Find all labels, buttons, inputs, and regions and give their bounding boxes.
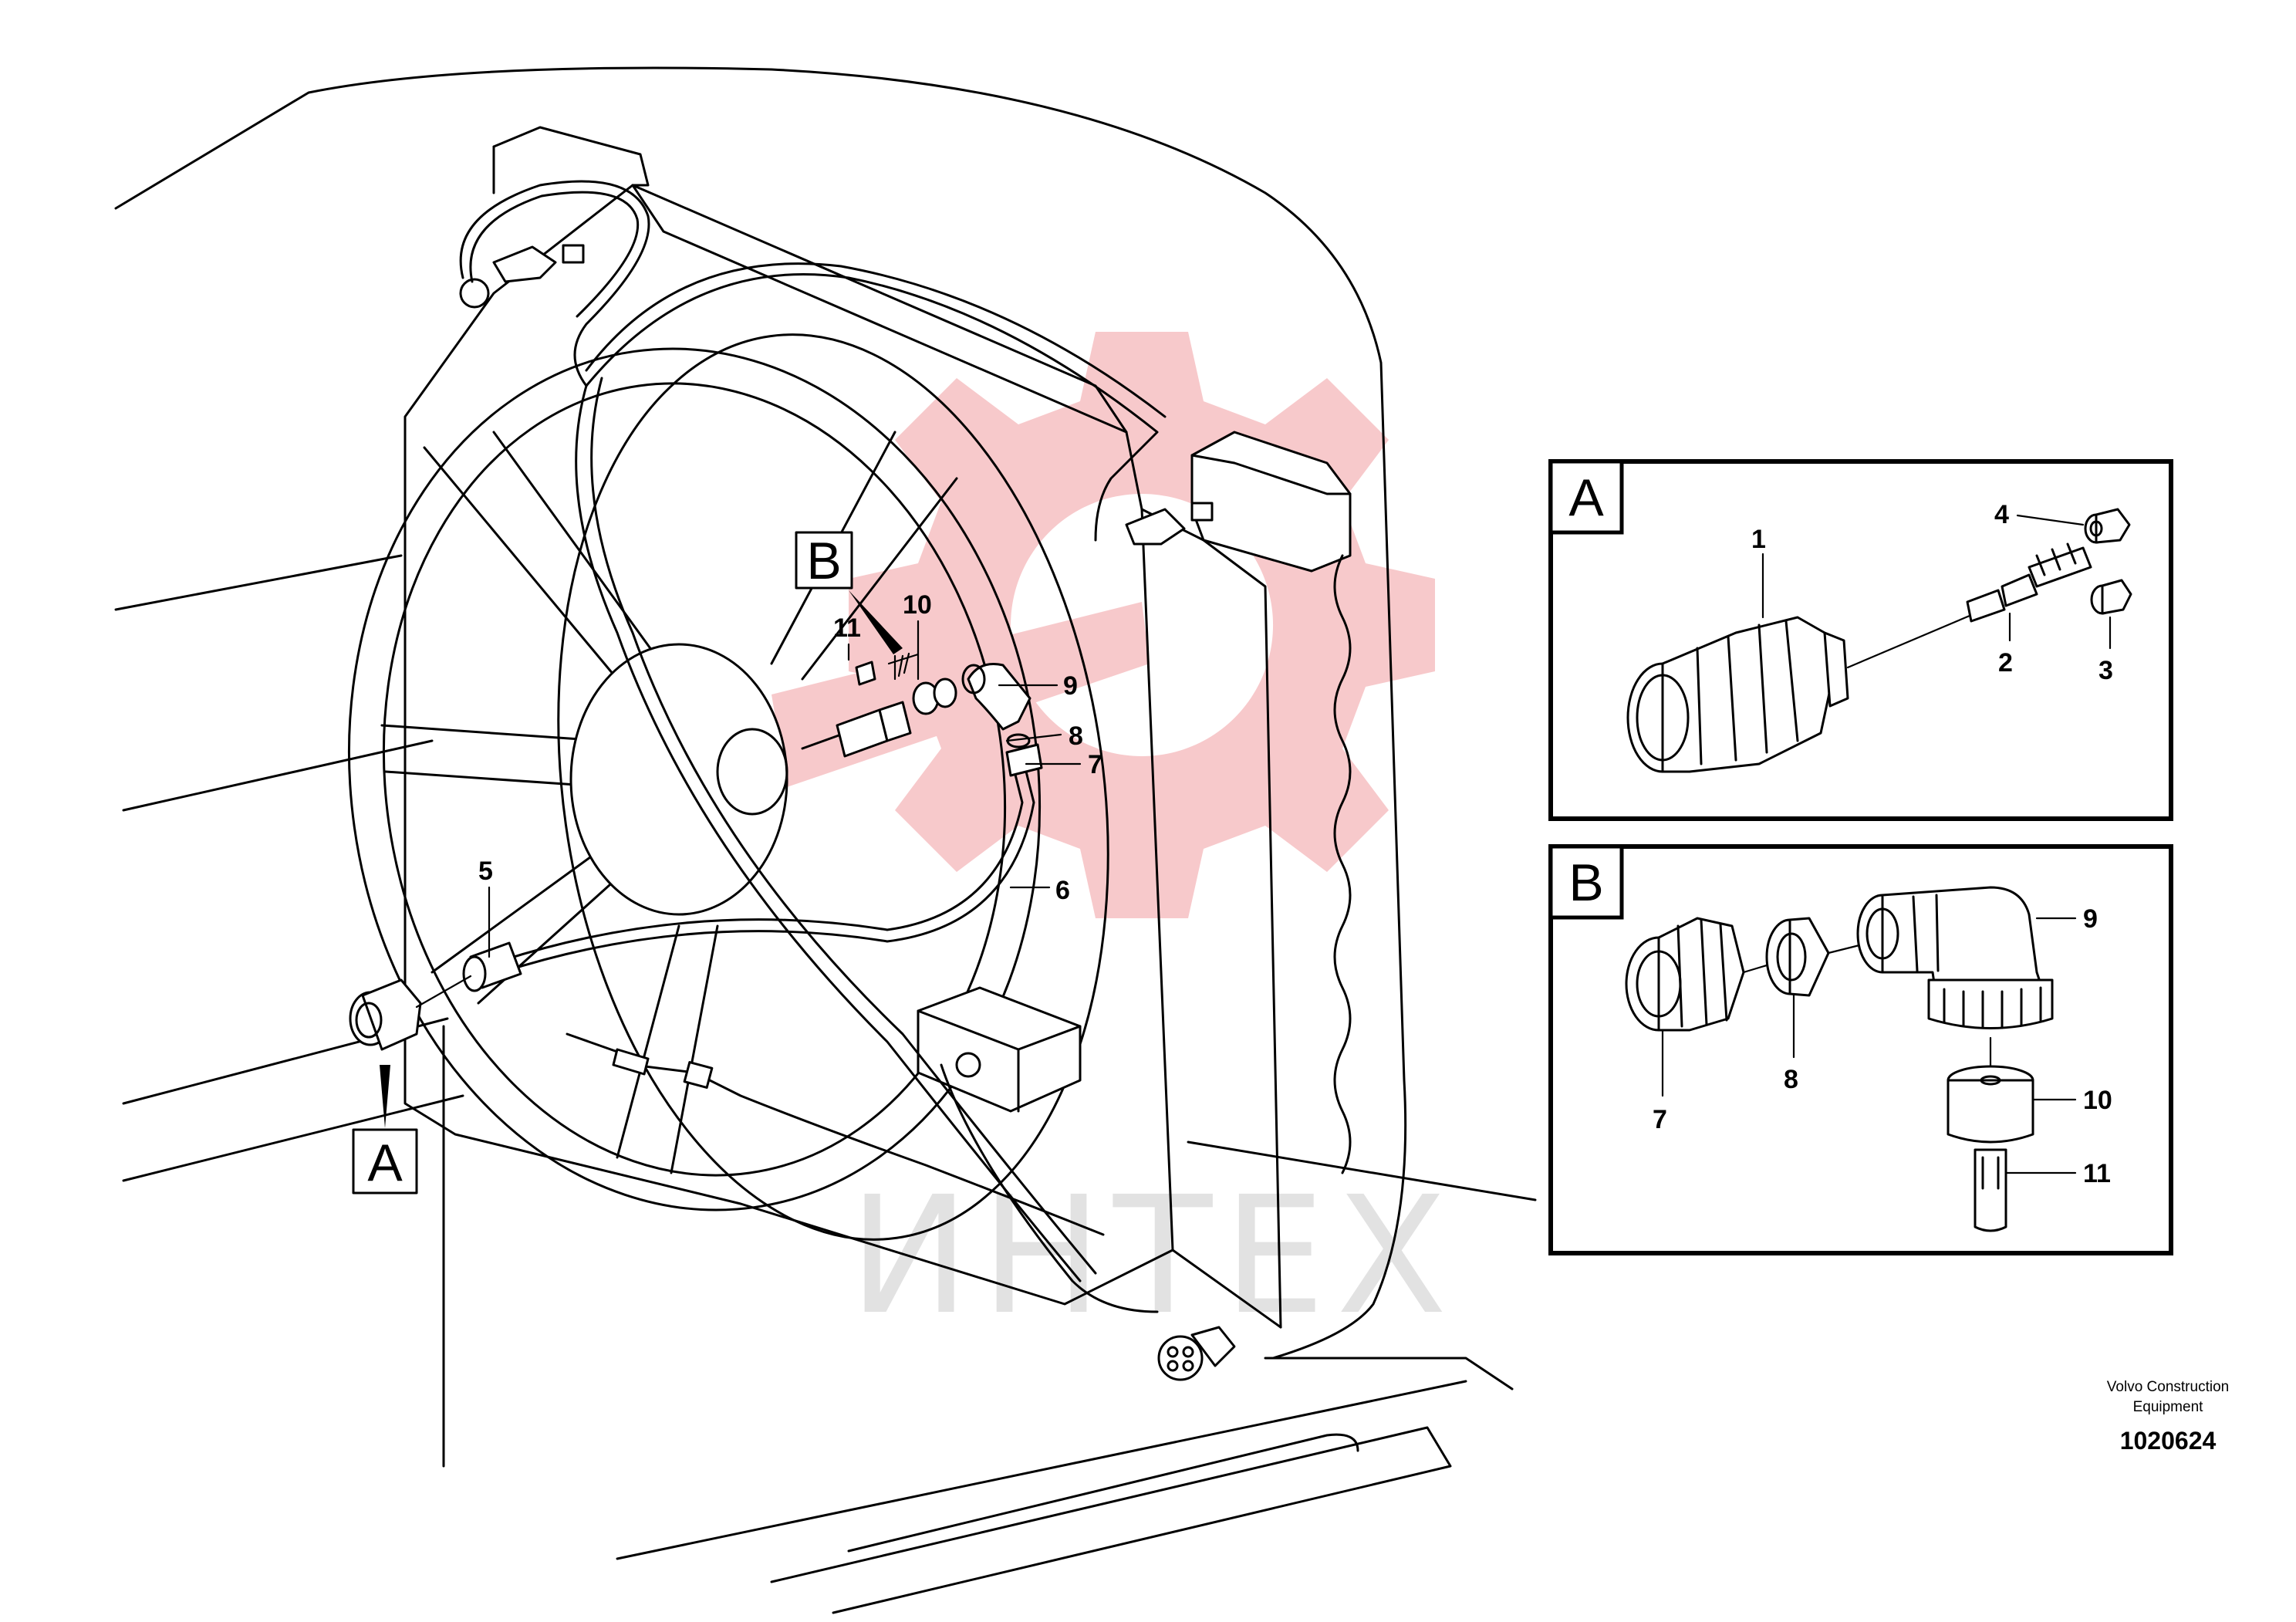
detail-view-a: A 1 (1548, 459, 2173, 821)
callout-main-7: 7 (1088, 750, 1102, 779)
callout-b-11: 11 (2083, 1159, 2111, 1188)
detail-view-b: B (1548, 844, 2173, 1255)
sensor-cable-item-6 (500, 770, 1035, 974)
detail-view-a-label: A (1568, 468, 1604, 527)
view-tag-b-letter: B (806, 532, 841, 590)
callout-b-7: 7 (1653, 1105, 1667, 1134)
part-7-nut (1625, 917, 1784, 1032)
callout-a-3: 3 (2098, 656, 2113, 685)
part-8-seal-ring (1765, 917, 1861, 997)
main-view-linework (114, 66, 1537, 1614)
watermark: ИНТЕХ (772, 332, 1458, 1350)
credit-line-1: Volvo Construction (2107, 1379, 2229, 1395)
view-tag-b: B (795, 531, 903, 654)
view-tag-a: A (352, 1065, 418, 1195)
main-view-callouts: 5 6 7 8 9 10 11 (478, 590, 1102, 905)
detail-view-a-frame (1548, 459, 2173, 821)
main-view-leaders (488, 620, 1082, 958)
harness-connector (1157, 1335, 1204, 1381)
detail-view-b-label: B (1568, 853, 1603, 912)
callout-b-9: 9 (2083, 904, 2098, 934)
callout-main-11: 11 (833, 613, 861, 643)
connector-item-1-main (349, 978, 422, 1051)
callout-main-5: 5 (478, 857, 493, 886)
wiring-harness (459, 180, 650, 387)
callout-b-10: 10 (2083, 1086, 2112, 1115)
part-2-contact-pin (1966, 542, 2092, 623)
callout-b-8: 8 (1784, 1065, 1798, 1094)
part-11-pin (1974, 1148, 2007, 1232)
callout-main-10: 10 (903, 590, 932, 620)
callout-main-8: 8 (1069, 721, 1083, 751)
part-10-plug (1947, 1036, 2034, 1144)
part-9-elbow (1856, 886, 2054, 1029)
callout-main-6: 6 (1055, 876, 1070, 905)
speed-sensor-assembly (801, 652, 1043, 777)
drawing-number: 1020624 (2120, 1427, 2217, 1455)
fan-shroud-ring (347, 347, 1042, 1211)
title-block: Volvo Construction Equipment 1020624 (2107, 1379, 2229, 1455)
detail-view-b-frame (1548, 844, 2173, 1255)
view-tag-a-letter: A (367, 1134, 403, 1192)
radiator-housing (403, 184, 1174, 1306)
watermark-text: ИНТЕХ (849, 1161, 1458, 1350)
part-4-seal (2084, 508, 2131, 544)
part-1-connector-housing (1626, 612, 1977, 773)
machine-body-outline (114, 66, 1407, 1360)
control-unit (917, 986, 1082, 1113)
credit-line-2: Equipment (2133, 1399, 2204, 1415)
callout-a-2: 2 (1998, 648, 2013, 678)
callout-main-9: 9 (1063, 671, 1078, 701)
part-3-seal-plug (2090, 579, 2132, 615)
callout-a-1: 1 (1751, 525, 1766, 554)
fan-hub (569, 643, 788, 916)
callout-a-4: 4 (1994, 500, 2009, 529)
